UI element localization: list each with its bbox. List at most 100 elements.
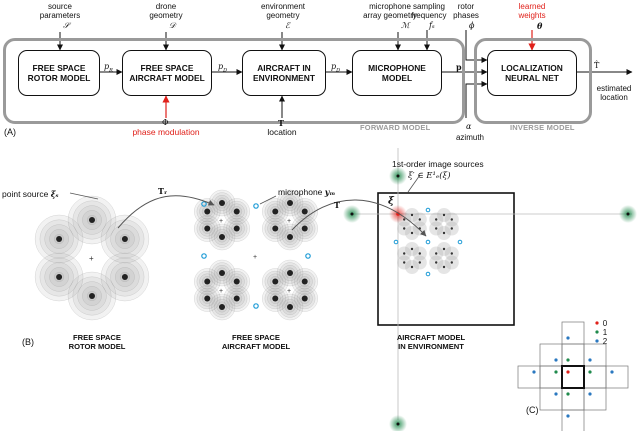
input-drone-symbol: 𝒟: [169, 21, 176, 30]
env-aircraft-dot: [442, 231, 446, 235]
signal-pr: pR: [104, 62, 113, 74]
env-microphone: [393, 239, 399, 245]
signal-pd-2: pD: [331, 62, 341, 74]
image-room-cell: [583, 365, 607, 389]
env-aircraft-dot: [418, 252, 421, 255]
aircraft-source-dot: [287, 304, 293, 310]
rotor-model-sources: +: [34, 195, 150, 321]
block-microphone-model: MICROPHONE MODEL: [352, 50, 442, 96]
real-room-cell: [561, 365, 585, 389]
block-aircraft-model: FREE SPACE AIRCRAFT MODEL: [122, 50, 212, 96]
location-label: location: [267, 127, 297, 137]
env-aircraft-dot: [450, 252, 453, 255]
microphone-leader: [259, 195, 277, 205]
aircraft-source-dot: [233, 295, 240, 302]
order-1-source: [588, 370, 592, 374]
env-aircraft-dot: [410, 213, 414, 217]
env-aircraft-dot: [403, 261, 406, 264]
panel-b-label: (B): [22, 337, 34, 347]
rotor-source-dot: [121, 274, 128, 280]
image-room-cell: [539, 365, 563, 389]
env-aircraft-dot: [418, 218, 421, 221]
aircraft-source-dot: [272, 208, 279, 215]
image-sources-leader: [407, 174, 421, 193]
aircraft-rotor-center: +: [219, 218, 223, 225]
forward-model-group: [3, 38, 465, 124]
transform-rotor-label: Tᵣ: [158, 186, 168, 196]
aircraft-source-dot: [287, 234, 293, 240]
arrow-azimuth-to-net: [465, 81, 488, 118]
rotor-source-dot: [56, 236, 63, 242]
order-2-source: [554, 358, 558, 362]
aircraft-source-dot: [301, 295, 308, 302]
image-room-cell: [539, 387, 563, 411]
image-room-cell: [561, 321, 585, 345]
aircraft-source-dot: [301, 278, 308, 285]
aircraft-source-dot: [233, 225, 240, 232]
aircraft-source-dot: [287, 200, 293, 206]
signal-pd-1: pD: [218, 62, 228, 74]
order-2-source: [554, 392, 558, 396]
image-room-cell: [561, 409, 585, 431]
env-aircraft-dot: [450, 261, 453, 264]
order-2-source: [610, 370, 614, 374]
aircraft-rotor-center: +: [219, 288, 223, 295]
env-aircraft-dot: [435, 252, 438, 255]
order-0-source: [566, 370, 570, 374]
microphone-marker: [253, 203, 259, 209]
env-aircraft-dot: [450, 227, 453, 230]
input-env-symbol: ℰ: [285, 21, 290, 30]
env-aircraft-dot: [442, 265, 446, 269]
env-aircraft-dot: [410, 231, 414, 235]
env-aircraft-dot: [418, 261, 421, 264]
azimuth-label: azimuth: [455, 133, 484, 142]
block-localization-net: LOCALIZATION NEURAL NET: [487, 50, 577, 96]
input-fs-label: sampling frequency: [411, 2, 447, 20]
microphone-marker: [201, 201, 207, 207]
order-1-source: [566, 392, 570, 396]
input-source-symbol: 𝒮: [63, 21, 70, 30]
block-environment: AIRCRAFT IN ENVIRONMENT: [242, 50, 326, 96]
input-env-label: environment geometry: [260, 2, 306, 20]
aircraft-source-dot: [272, 225, 279, 232]
order-2-source: [566, 336, 570, 340]
aircraft-source-dot: [272, 278, 279, 285]
estimated-location-label: estimated location: [596, 84, 632, 102]
aircraft-source-dot: [204, 295, 211, 302]
transform-rotor-arrow: [117, 195, 215, 229]
legend-dot-0: [595, 321, 599, 325]
learned-weights-label: learned weights: [518, 2, 546, 20]
aircraft-source-dot: [233, 208, 240, 215]
env-aircraft-dot: [442, 213, 446, 217]
panel-a-label: (A): [4, 127, 16, 137]
aircraft-source-dot: [204, 225, 211, 232]
aircraft-rotor-center: +: [287, 218, 291, 225]
arrow-phases-to-net: [465, 30, 488, 63]
aircraft-source-dot: [219, 304, 225, 310]
order-1-source: [554, 370, 558, 374]
aircraft-source-dot: [204, 278, 211, 285]
aircraft-source-dot: [204, 208, 211, 215]
phase-modulation-label: phase modulation: [132, 127, 200, 137]
order-2-source: [532, 370, 536, 374]
env-aircraft-dot: [442, 247, 446, 251]
inverse-model-label: INVERSE MODEL: [510, 123, 575, 132]
first-order-image-dot: [396, 174, 400, 178]
legend-order-1: 1: [602, 328, 608, 337]
image-room-cell: [583, 387, 607, 411]
microphone-marker: [201, 253, 207, 259]
microphone-label: microphone yₘ: [278, 187, 336, 197]
transform-env-arrow: [291, 199, 427, 237]
image-room-cell: [561, 365, 585, 389]
caption-aircraft-model: FREE SPACE AIRCRAFT MODEL: [221, 333, 291, 351]
env-aircraft-dot: [410, 247, 414, 251]
image-sources-formula: ξ′ ∈ E¹ₑ(ξ): [408, 171, 451, 181]
env-aircraft-dot: [435, 218, 438, 221]
inverse-model-group: [474, 38, 592, 124]
env-microphone: [425, 239, 431, 245]
rotor-phases-label: rotor phases: [453, 2, 479, 20]
rotor-source-dot: [89, 293, 95, 299]
image-room-cell: [583, 343, 607, 367]
